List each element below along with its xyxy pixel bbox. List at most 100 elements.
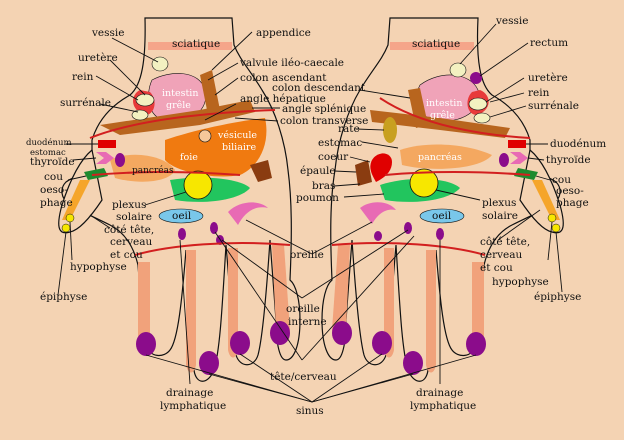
label-left-vesicule: vésicule xyxy=(217,130,257,141)
right-adrenal xyxy=(473,112,491,124)
label-right-rectum: rectum xyxy=(530,37,568,49)
left-finger-dot-1 xyxy=(178,228,186,240)
right-hand-labels: vessie sciatique rectum uretère colon de… xyxy=(272,15,606,303)
left-hypophyse-dot xyxy=(65,213,75,223)
right-eye xyxy=(419,208,465,224)
leader-right-cou xyxy=(535,175,551,181)
label-right-plexus: plexus xyxy=(482,197,516,209)
leader-right-estomac xyxy=(361,141,399,149)
left-finger-zone-1 xyxy=(138,262,150,351)
left-epiphyse-dot xyxy=(61,223,71,233)
leader-left-epiphyse xyxy=(57,231,67,296)
label-left-sciatique: sciatique xyxy=(172,38,220,50)
left-liver xyxy=(165,118,267,177)
leader-lines xyxy=(57,23,563,403)
left-finger-zone-2 xyxy=(186,250,196,373)
label-left-epiphyse: épiphyse xyxy=(40,291,87,303)
right-thyroid xyxy=(510,152,528,164)
leader-right-uretere xyxy=(485,77,525,103)
left-ureter xyxy=(135,93,155,107)
left-finger-dot-2 xyxy=(210,222,218,234)
leader-left-colon-tr xyxy=(234,117,279,122)
label-left-rein: rein xyxy=(72,71,94,83)
right-heart xyxy=(370,153,392,182)
left-fingertip-2 xyxy=(199,351,219,375)
label-right-hypophyse: hypophyse xyxy=(492,276,549,288)
left-shoulder xyxy=(250,160,272,182)
label-left-valvule: valvule iléo-caecale xyxy=(239,57,344,69)
leader-right-epiphyse xyxy=(555,231,563,293)
leader-oreille-right xyxy=(311,221,373,255)
label-right-poumon: poumon xyxy=(296,192,339,204)
label-right-cote-tete: côté tête, xyxy=(480,236,530,248)
left-colon-ascending xyxy=(200,70,220,115)
right-red-line-2 xyxy=(384,170,531,176)
right-red-line-1 xyxy=(379,97,531,139)
leader-left-hypophyse xyxy=(69,221,73,261)
leader-left-valvule xyxy=(207,62,239,81)
left-thyroid xyxy=(96,152,114,164)
right-pancreas xyxy=(400,144,492,169)
label-right-intestin: intestin xyxy=(426,98,462,109)
label-left-colon-transverse: colon transverse xyxy=(280,115,368,127)
leader-left-cote-tete xyxy=(89,214,111,229)
leader-sinus-6 xyxy=(311,354,477,403)
left-gallbladder xyxy=(198,129,212,143)
label-sinus: sinus xyxy=(296,405,324,417)
right-finger-zone-3 xyxy=(384,248,394,358)
left-sciatic-band xyxy=(148,42,232,50)
leader-left-plexus xyxy=(144,191,187,206)
label-right-pancreas: pancréas xyxy=(418,152,462,163)
label-right-duodenum: duodénum xyxy=(550,138,606,150)
leader-sinus-4 xyxy=(311,353,383,403)
label-right-sciatique: sciatique xyxy=(412,38,460,50)
label-left-uretere: uretère xyxy=(78,52,118,64)
right-hand xyxy=(321,17,564,382)
label-left-plexus: plexus xyxy=(112,199,146,211)
leader-drainage-left xyxy=(179,239,191,385)
right-finger-zone-4 xyxy=(332,245,350,342)
label-right-thyroide: thyroïde xyxy=(546,154,591,166)
leader-right-surrenale xyxy=(489,105,527,118)
label-right-oeil: oeil xyxy=(432,210,452,222)
label-left-angle-splenique: angle splénique xyxy=(282,103,366,115)
label-drainage-left-2: lymphatique xyxy=(160,400,226,412)
leader-right-vessie xyxy=(459,23,497,65)
label-left-angle-hepatique: angle hépatique xyxy=(240,93,326,105)
leader-left-cou xyxy=(67,175,87,181)
leader-tete-1 xyxy=(214,231,303,361)
label-left-pancreas: pancréas xyxy=(132,165,174,176)
leader-left-rein xyxy=(95,75,139,101)
right-red-line-3 xyxy=(331,242,486,256)
leader-oreille-left xyxy=(245,219,313,255)
right-epiphyse-dot xyxy=(551,223,561,233)
right-sciatic-band xyxy=(390,42,474,50)
label-right-estomac: estomac xyxy=(318,137,362,149)
label-right-phage: phage xyxy=(556,197,589,209)
left-spine xyxy=(62,180,90,220)
left-red-line-1 xyxy=(89,109,276,139)
label-drainage-left-1: drainage xyxy=(166,387,213,399)
label-right-epaule: épaule xyxy=(300,165,336,177)
left-finger-zone-4 xyxy=(272,245,290,342)
leader-right-plexus xyxy=(435,189,481,201)
label-right-cerveau: cerveau xyxy=(480,249,523,261)
center-labels: oreille oreille interne tête/cerveau dra… xyxy=(160,249,476,417)
leader-right-coeur xyxy=(349,156,371,163)
label-right-oeso: oeso- xyxy=(556,185,584,197)
left-bladder xyxy=(151,56,169,72)
leader-sinus-2 xyxy=(208,373,313,403)
label-left-et-cou: et cou xyxy=(110,249,143,261)
left-fingertip-3 xyxy=(230,331,250,355)
label-left-surrenale: surrénale xyxy=(60,97,111,109)
left-hand-labels: vessie appendice sciatique uretère valvu… xyxy=(26,27,368,303)
left-duodenum xyxy=(98,140,116,148)
label-left-phage: phage xyxy=(40,197,73,209)
right-bladder xyxy=(449,62,467,78)
label-oreille-interne-2: interne xyxy=(288,316,327,328)
label-right-cou: cou xyxy=(552,174,571,186)
leader-tete-2 xyxy=(301,235,415,361)
label-right-epiphyse: épiphyse xyxy=(534,291,581,303)
label-left-cote-tete: côté tête, xyxy=(104,224,154,236)
